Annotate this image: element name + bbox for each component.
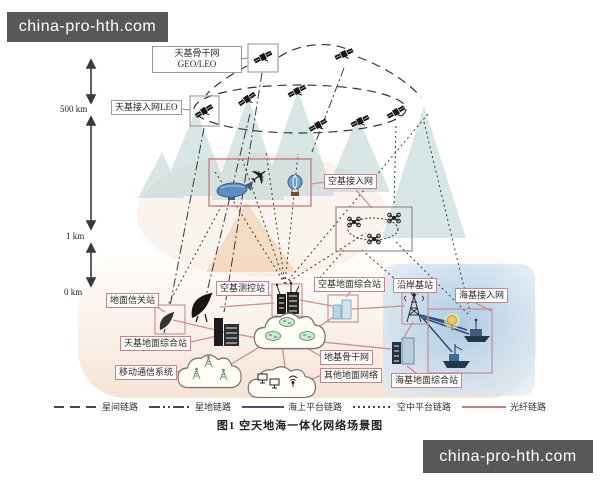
airship-icon xyxy=(216,181,253,200)
solid-navy-line-icon xyxy=(241,405,284,408)
gateway-dish-box xyxy=(154,304,186,335)
legend: 星间链路 星地链路 海上平台链路 空中平台链路 光纤链路 xyxy=(0,400,600,413)
label-sea-access: 海基接入网 xyxy=(455,288,509,304)
watermark-bottom-right: china-pro-hth.com xyxy=(423,440,593,473)
legend-label: 空中平台链路 xyxy=(397,402,452,412)
orbit-paths xyxy=(193,44,422,134)
drone-swarm-box xyxy=(335,206,413,252)
air-platform-box xyxy=(208,158,312,207)
solid-pink-line-icon xyxy=(462,405,507,408)
label-space-access: 天基接入网LEO xyxy=(111,100,182,116)
building-icon xyxy=(392,337,415,365)
altitude-label-500km: 500 km xyxy=(60,104,88,114)
router-icon xyxy=(299,331,315,341)
balloon-icon xyxy=(287,174,303,196)
watermark-top-left: china-pro-hth.com xyxy=(7,12,168,42)
monitor-icon xyxy=(269,378,280,389)
sea-icons xyxy=(392,293,490,368)
wifi-icon xyxy=(288,375,298,387)
dashed-line-icon xyxy=(53,405,98,408)
geo-satellite-box xyxy=(247,43,279,73)
legend-label: 光纤链路 xyxy=(510,402,547,412)
label-coastal-base-station: 沿岸基站 xyxy=(393,278,438,294)
ground-icons xyxy=(159,281,352,399)
ship-icon xyxy=(464,318,490,342)
legend-item-fiber: 光纤链路 xyxy=(462,400,546,413)
dash-dot-line-icon xyxy=(148,405,191,408)
figure-caption: 图1 空天地海一体化网络场景图 xyxy=(216,420,384,432)
dish-icon xyxy=(159,311,175,334)
legend-item-satellite-ground: 星地链路 xyxy=(148,400,231,413)
legend-label: 海上平台链路 xyxy=(287,402,342,412)
label-other-ground-networks: 其他地面网络 xyxy=(320,368,383,384)
altitude-label-1km: 1 km xyxy=(66,231,85,241)
legend-label: 星地链路 xyxy=(194,402,231,412)
highlight-boxes xyxy=(154,43,493,374)
legend-label: 星间链路 xyxy=(101,402,138,412)
satellite-icon xyxy=(333,46,356,64)
air-ground-buildings-box xyxy=(327,294,359,323)
label-space-backbone-line2: GEO/LEO xyxy=(177,59,217,70)
altitude-label-0km: 0 km xyxy=(64,287,83,297)
router-icon xyxy=(279,317,295,327)
label-space-backbone: 天基骨干网 GEO/LEO xyxy=(152,46,242,73)
label-air-tcc: 空基测控站 xyxy=(216,281,270,297)
label-sea-ground-station: 海基地面综合站 xyxy=(391,373,463,389)
buoy-icon xyxy=(444,313,460,331)
lattice-tower-icon xyxy=(404,293,424,323)
leo-satellite-box xyxy=(189,95,220,127)
research-vessel-icon xyxy=(443,344,470,368)
legend-item-maritime: 海上平台链路 xyxy=(241,400,342,413)
label-space-backbone-line1: 天基骨干网 xyxy=(174,48,220,58)
label-mobile-system: 移动通信系统 xyxy=(115,365,178,381)
legend-item-intersatellite: 星间链路 xyxy=(53,400,138,413)
label-ground-gateway: 地面信关站 xyxy=(106,293,160,309)
label-air-ground-station: 空基地面综合站 xyxy=(314,277,386,293)
altitude-arrow-icon xyxy=(85,58,97,288)
legend-item-aerial: 空中平台链路 xyxy=(353,400,451,413)
router-icon xyxy=(265,331,281,341)
label-space-ground-station: 天基地面综合站 xyxy=(120,336,192,352)
building-icon xyxy=(332,299,352,320)
satellite-beam-cones xyxy=(138,90,466,238)
label-terrestrial-backbone: 地基骨干网 xyxy=(320,350,374,366)
building-icon xyxy=(275,281,300,314)
label-air-access: 空基接入网 xyxy=(324,174,378,190)
monitor-icon xyxy=(257,373,268,384)
dish-icon xyxy=(191,292,213,323)
dotted-line-icon xyxy=(353,405,393,408)
satellite-icon xyxy=(252,49,275,68)
building-icon xyxy=(214,318,239,346)
air-beam-cone xyxy=(206,202,296,272)
drone-swarm-icons xyxy=(347,212,401,245)
